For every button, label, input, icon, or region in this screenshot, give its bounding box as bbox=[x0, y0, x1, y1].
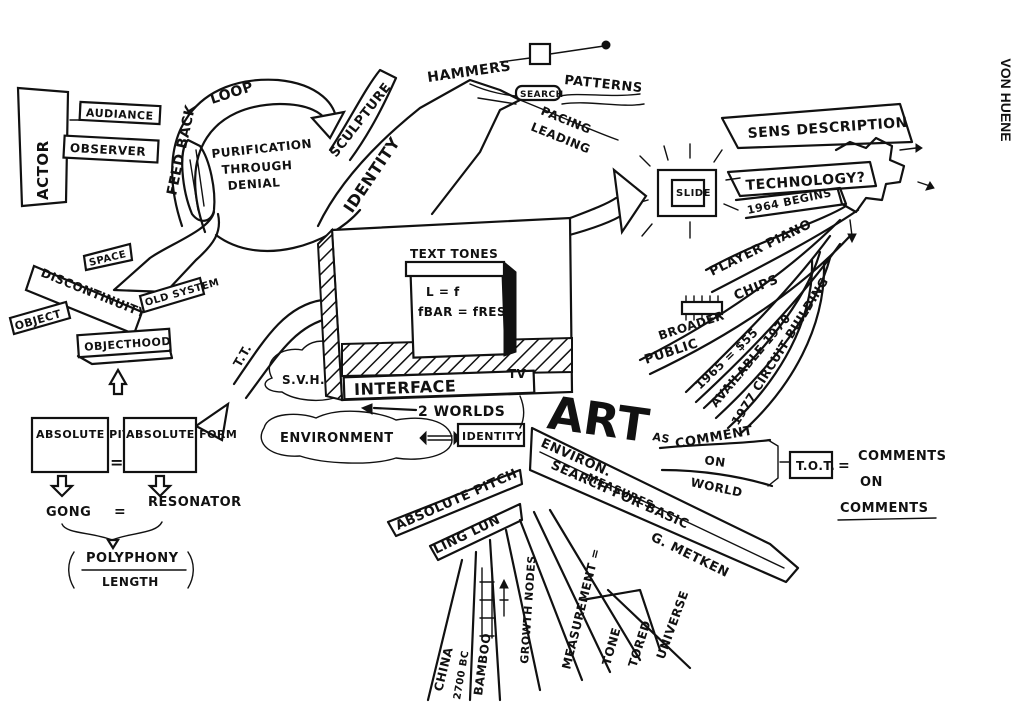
technology-cluster: SENS DESCRIPTION SLIDE TECHNOLOGY? 1964 … bbox=[633, 102, 935, 436]
through-label: THROUGH bbox=[221, 158, 293, 177]
slide-frame bbox=[656, 168, 718, 218]
resonator-label: RESONATOR bbox=[148, 495, 242, 510]
author-credit: VON HUENE bbox=[994, 40, 1018, 160]
tot-equals: = bbox=[838, 458, 850, 474]
hammer-dot bbox=[601, 40, 611, 50]
actor-label: ACTOR bbox=[34, 140, 52, 200]
patterns-label: PATTERNS bbox=[564, 73, 644, 96]
observer-box bbox=[62, 134, 160, 164]
interface-label: INTERFACE bbox=[354, 376, 457, 399]
text-tones-label: TEXT TONES bbox=[410, 247, 498, 261]
actor-cluster: ACTOR AUDIANCE OBSERVER bbox=[16, 86, 162, 208]
two-worlds-label: 2 WORLDS bbox=[418, 404, 505, 420]
absolute-form-label: ABSOLUTE FORM bbox=[126, 428, 237, 441]
comments-label: COMMENTS bbox=[858, 449, 946, 464]
tv-side bbox=[316, 227, 344, 402]
absolute-pitch-box bbox=[30, 416, 110, 474]
audiance-label: AUDIANCE bbox=[86, 106, 154, 123]
search-label: SEARCH bbox=[520, 90, 564, 100]
formula-1: L = f bbox=[426, 285, 460, 299]
arm-sleeve bbox=[112, 210, 221, 294]
sens-description-label: SENS DESCRIPTION bbox=[747, 115, 908, 142]
right-arrowhead bbox=[612, 167, 648, 236]
space-slab bbox=[82, 242, 134, 272]
tone-label: TONE bbox=[599, 626, 623, 667]
measurement-label: MEASUREMENT = bbox=[559, 547, 603, 671]
on2-label: ON bbox=[860, 475, 883, 490]
hammer-square bbox=[528, 42, 552, 66]
polyphony-label: POLYPHONY bbox=[86, 551, 179, 566]
gong-label: GONG bbox=[46, 505, 91, 520]
slide-window bbox=[670, 178, 706, 208]
sens-description-banner bbox=[720, 102, 914, 150]
player-piano-label: PLAYER PIANO bbox=[707, 217, 814, 280]
denial-label: DENIAL bbox=[227, 175, 280, 193]
two-worlds-cluster: 2 WORLDS ENVIRONMENT IDENTITY bbox=[260, 395, 526, 464]
bamboo-icon bbox=[479, 567, 495, 639]
identity-box bbox=[456, 422, 526, 448]
world-label: WORLD bbox=[689, 475, 744, 500]
absolute-cluster: ABSOLUTE PITCH = ABSOLUTE FORM GONG = RE… bbox=[30, 416, 242, 589]
tv-label: TV bbox=[508, 367, 527, 381]
object-slab bbox=[8, 300, 72, 336]
formula-2: fBAR = fRES bbox=[418, 305, 506, 319]
text-tones-box bbox=[404, 260, 506, 278]
growth-nodes-label: GROWTH NODES bbox=[518, 555, 539, 664]
comment-label: COMMENT bbox=[674, 424, 754, 452]
interface-strip bbox=[342, 369, 536, 401]
search-tag bbox=[514, 84, 562, 102]
left-arrowhead bbox=[193, 401, 230, 442]
identity-short-label: IDENTITY bbox=[462, 430, 524, 443]
hammers-cluster: HAMMERS SEARCH PATTERNS PACING LEADING bbox=[426, 40, 645, 156]
on-label: ON bbox=[704, 453, 727, 470]
technology-banner bbox=[726, 160, 878, 198]
search-banner bbox=[528, 426, 800, 584]
equals-2: = bbox=[114, 504, 126, 520]
tot-label: T.O.T. bbox=[796, 459, 835, 473]
tt-label: T.T. bbox=[230, 342, 254, 370]
date-label: 2700 BC bbox=[452, 650, 471, 701]
observer-label: OBSERVER bbox=[70, 141, 147, 159]
hammers-label: HAMMERS bbox=[426, 58, 512, 86]
equals-1: = bbox=[110, 453, 124, 472]
actor-slab bbox=[16, 86, 70, 208]
objecthood-label: OBJECTHOOD bbox=[84, 335, 172, 354]
slide-label: SLIDE bbox=[676, 188, 711, 199]
bamboo-label: BAMBOO bbox=[471, 632, 494, 696]
as-label: AS bbox=[651, 430, 670, 446]
audiance-box bbox=[78, 100, 162, 126]
old-system-slab bbox=[138, 276, 206, 314]
loop-arrowhead bbox=[309, 110, 347, 140]
praying-hands-sketch bbox=[181, 138, 216, 222]
environment-label: ENVIRONMENT bbox=[280, 431, 394, 446]
sculpture-arm: SCULPTURE IDENTITY bbox=[316, 68, 522, 228]
length-label: LENGTH bbox=[102, 575, 159, 589]
up-arrow bbox=[108, 367, 128, 396]
svh-label: S.V.H. bbox=[282, 373, 325, 387]
absolute-form-box bbox=[122, 416, 198, 474]
absolute-pitch-box-label: ABSOLUTE PITCH bbox=[36, 428, 149, 441]
comments2-label: COMMENTS bbox=[840, 501, 928, 516]
tot-box bbox=[788, 450, 834, 480]
objecthood-box bbox=[76, 327, 172, 359]
loop-label: LOOP bbox=[208, 79, 255, 108]
central-tv: T.T. S.V.H. TEXT TONES L = f fBAR = fRES… bbox=[193, 167, 648, 442]
author-credit-text: VON HUENE bbox=[998, 58, 1014, 142]
purification-label: PURIFICATION bbox=[211, 137, 313, 161]
